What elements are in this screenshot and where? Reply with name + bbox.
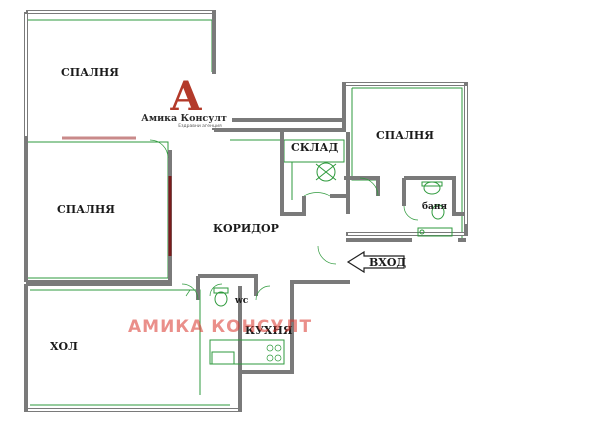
- label-living: ХОЛ: [50, 340, 78, 353]
- label-kitchen: КУХНЯ: [245, 324, 293, 337]
- fixtures: [213, 162, 453, 362]
- label-storage: СКЛАД: [291, 141, 338, 154]
- label-bedroom-top: СПАЛНЯ: [61, 66, 119, 79]
- label-entrance: ВХОД: [369, 256, 406, 269]
- logo-subtitle: Ездравни агенция: [178, 123, 222, 129]
- logo-letter: А: [170, 73, 203, 120]
- label-bedroom-mid: СПАЛНЯ: [57, 203, 115, 216]
- label-bathroom: баня: [422, 201, 447, 212]
- entrance-arrow: [346, 250, 405, 274]
- wall-inner-lines: [25, 11, 467, 411]
- company-logo: А Амика Консулт Ездравни агенция: [136, 73, 232, 129]
- label-wc: wc: [234, 296, 249, 306]
- logo-name: Амика Консулт: [141, 113, 227, 124]
- windows: [62, 136, 172, 256]
- label-corridor: КОРИДОР: [213, 222, 279, 235]
- watermark: АМИКА КОНСУЛТ: [128, 317, 312, 337]
- label-bedroom-right: СПАЛНЯ: [376, 129, 434, 142]
- room-labels: СПАЛНЯ СПАЛНЯ СПАЛНЯ СКЛАД КОРИДОР ВХОД …: [50, 66, 447, 353]
